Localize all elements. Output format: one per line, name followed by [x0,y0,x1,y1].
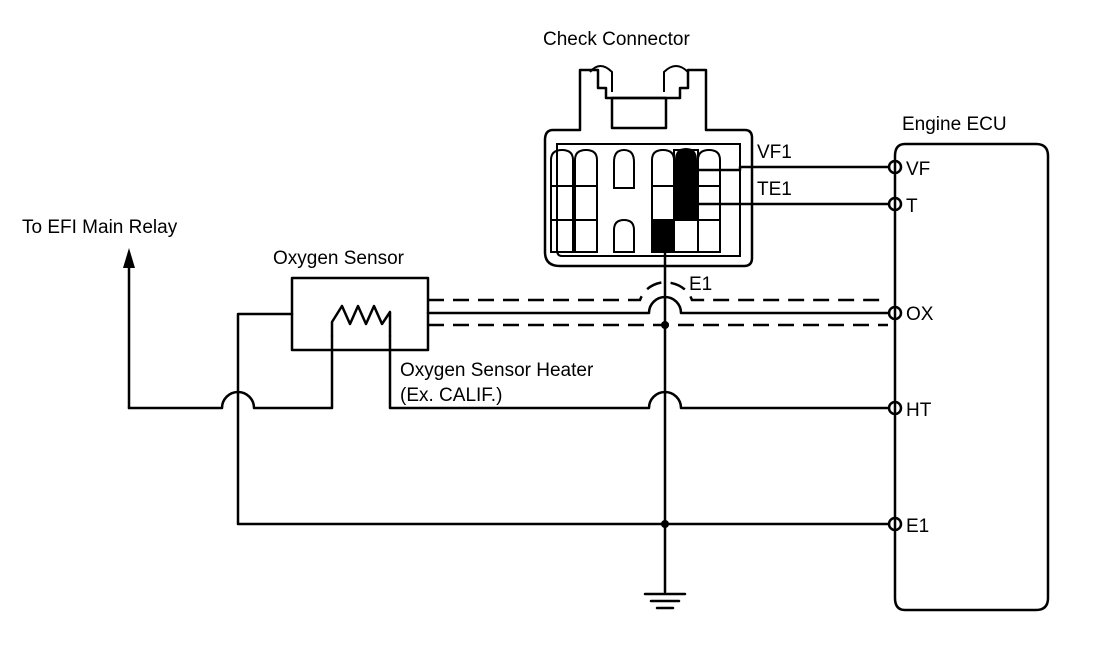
te1-terminal [675,186,697,220]
oxygen-sensor-label: Oxygen Sensor [273,248,405,269]
resistor-zigzag-icon [330,304,392,338]
ecu-pin-e1-label: E1 [906,516,929,537]
efi-main-relay-label: To EFI Main Relay [22,217,178,238]
e1-junction [661,520,669,528]
ecu-pin-t-label: T [906,196,918,217]
vf1-label: VF1 [757,142,792,163]
sensor-ground-wire [236,312,891,526]
ecu-pin-ox-label: OX [906,304,934,325]
arrow-up-icon [123,248,135,410]
oxygen-sensor-box [290,276,430,352]
engine-ecu-box [893,142,1050,612]
te1-label: TE1 [757,179,792,200]
engine-ecu-title: Engine ECU [902,114,1007,135]
e1-connector-label: E1 [689,274,712,295]
check-connector-title: Check Connector [543,29,690,50]
heater-ht-wire [388,334,891,410]
ex-calif-label: (Ex. CALIF.) [400,385,502,406]
check-connector [543,65,754,268]
e1-terminal [652,220,674,252]
oxygen-sensor-heater-label: Oxygen Sensor Heater [400,360,594,381]
ground-symbol-icon [643,592,687,610]
efi-relay-wire [127,334,334,410]
vf1-terminal [675,148,697,186]
ecu-pin-ht-label: HT [906,400,932,421]
vf1-wire [695,165,891,172]
ecu-pin-vf-label: VF [906,159,930,180]
shield-junction [661,321,669,329]
